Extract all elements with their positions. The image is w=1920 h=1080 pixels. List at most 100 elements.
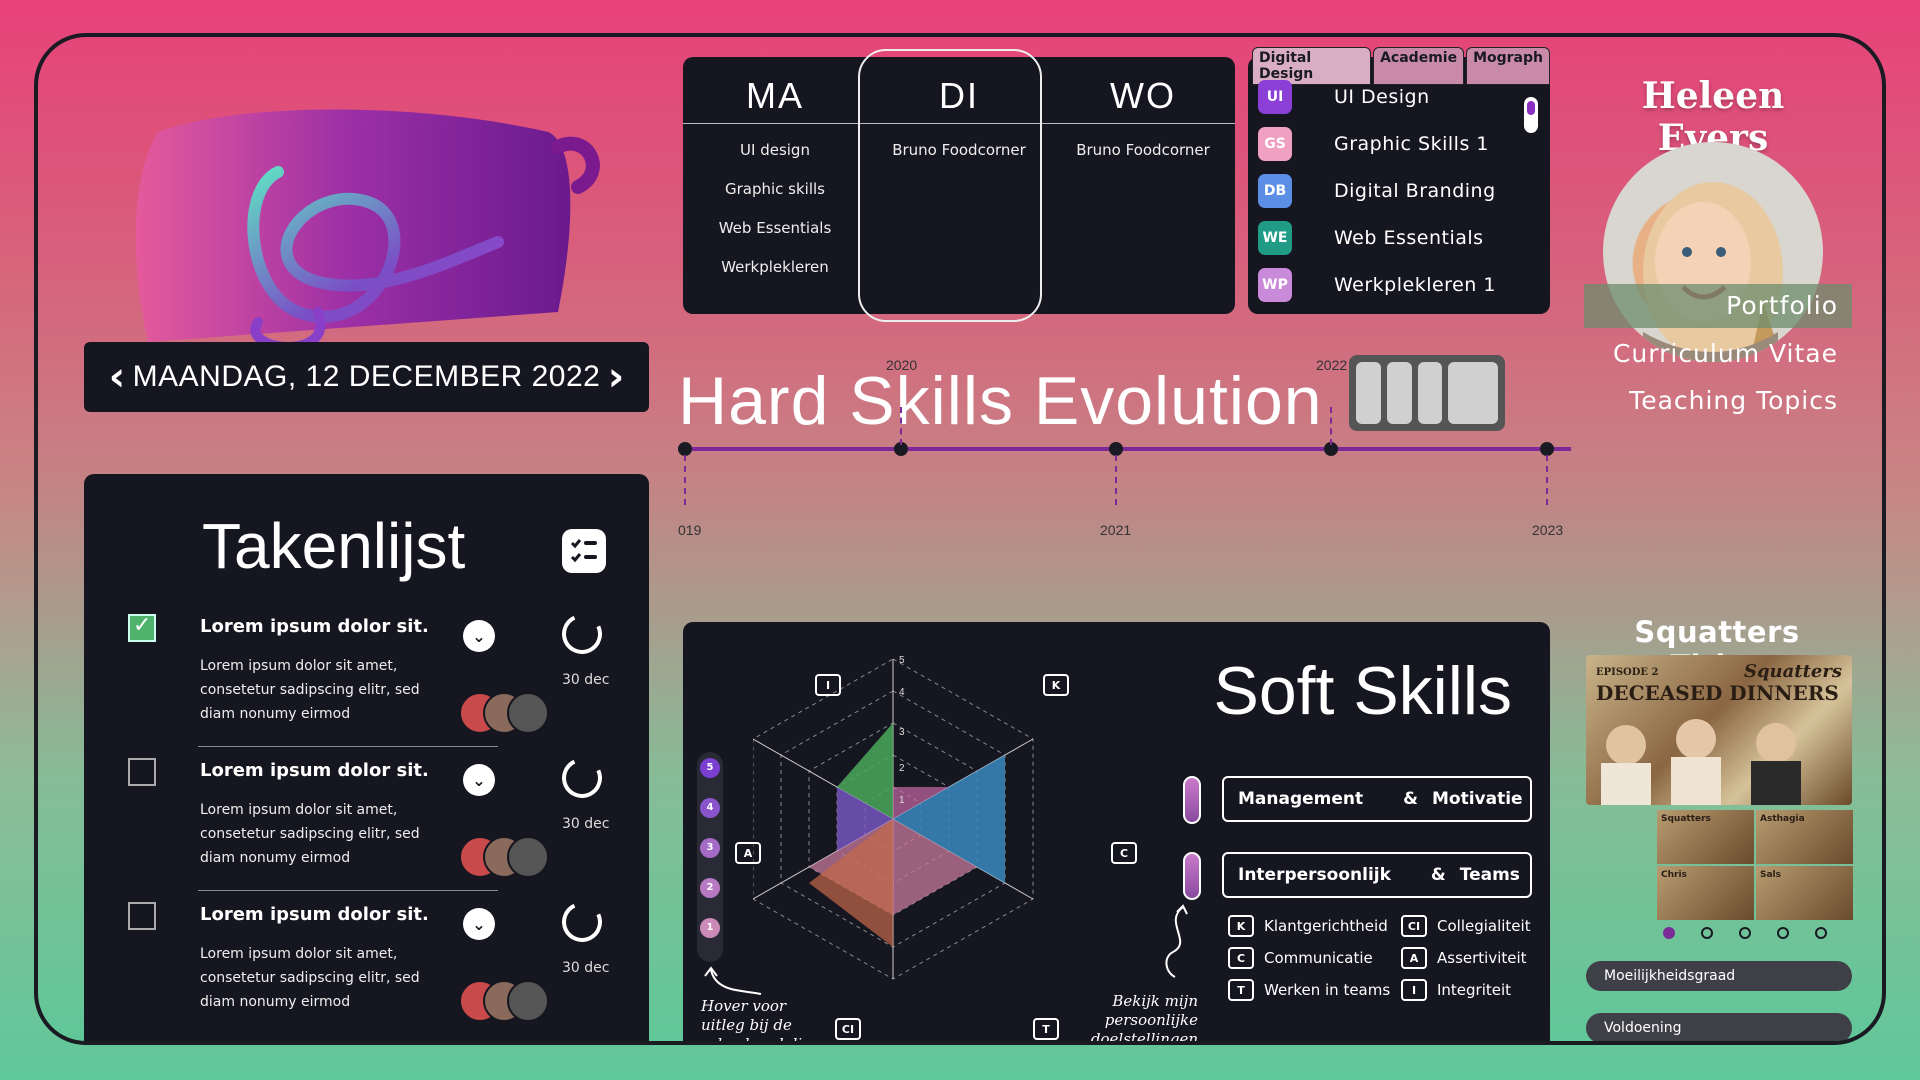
carousel-dot[interactable] bbox=[1701, 927, 1713, 939]
task-checkbox[interactable] bbox=[128, 613, 156, 642]
assignee-avatars[interactable] bbox=[459, 836, 549, 878]
course-item-web-essentials[interactable]: WE Web Essentials bbox=[1258, 221, 1484, 255]
radar-tick-label: 4 bbox=[899, 687, 905, 698]
radar-tick-label: 5 bbox=[899, 655, 905, 666]
schedule-item[interactable]: Werkplekleren bbox=[721, 258, 829, 276]
schedule-item[interactable]: Web Essentials bbox=[718, 219, 832, 237]
task-checkbox[interactable] bbox=[128, 758, 156, 786]
legend-item: CI Collegialiteit bbox=[1401, 915, 1531, 937]
schedule-col-di[interactable]: DI Bruno Foodcorner bbox=[867, 57, 1051, 314]
task-item: Lorem ipsum dolor sit. Lorem ipsum dolor… bbox=[84, 902, 649, 1022]
episode-thumbnail[interactable]: Squatters bbox=[1657, 810, 1754, 864]
timeline-node[interactable] bbox=[1109, 442, 1123, 456]
current-date: MAANDAG, 12 DECEMBER 2022 bbox=[132, 360, 601, 393]
toggle-segment[interactable] bbox=[1417, 362, 1443, 424]
episode-thumbnail[interactable]: Asthagia bbox=[1756, 810, 1853, 864]
goal-amp: & bbox=[1430, 865, 1446, 885]
checklist-icon[interactable] bbox=[562, 529, 606, 573]
next-day-arrow-icon[interactable]: › bbox=[607, 354, 625, 400]
chevron-down-icon[interactable]: ⌄ bbox=[463, 620, 495, 652]
task-list: Takenlijst Lorem ipsum dolor sit. Lorem … bbox=[84, 474, 649, 1041]
task-description: Lorem ipsum dolor sit amet, consetetur s… bbox=[200, 802, 420, 866]
axis-label-a[interactable]: A bbox=[735, 842, 771, 864]
axis-label-c[interactable]: C bbox=[1111, 842, 1147, 864]
toggle-segment-active[interactable] bbox=[1448, 362, 1498, 424]
axis-label-i[interactable]: I bbox=[815, 674, 851, 696]
nav-curriculum-vitae[interactable]: Curriculum Vitae bbox=[1612, 339, 1838, 368]
axis-label-t[interactable]: T bbox=[1033, 1018, 1069, 1040]
timeline-node[interactable] bbox=[894, 442, 908, 456]
course-label: Web Essentials bbox=[1334, 227, 1484, 249]
timeline-node[interactable] bbox=[1324, 442, 1338, 456]
task-list-title: Takenlijst bbox=[202, 510, 466, 582]
course-scrollbar[interactable] bbox=[1524, 97, 1538, 133]
app-frame: ‹ MAANDAG, 12 DECEMBER 2022 › MA UI desi… bbox=[34, 33, 1886, 1045]
toggle-segment[interactable] bbox=[1356, 362, 1381, 424]
view-toggle[interactable] bbox=[1349, 355, 1505, 431]
axis-label-k[interactable]: K bbox=[1043, 674, 1079, 696]
progress-ring[interactable] bbox=[556, 902, 608, 948]
task-description: Lorem ipsum dolor sit amet, consetetur s… bbox=[200, 658, 420, 722]
course-item-ui-design[interactable]: UI UI Design bbox=[1258, 80, 1430, 114]
tab-digital-design[interactable]: Digital Design bbox=[1252, 47, 1372, 85]
carousel-dot[interactable] bbox=[1663, 927, 1675, 939]
carousel-dot[interactable] bbox=[1815, 927, 1827, 939]
nav-portfolio[interactable]: Portfolio bbox=[1584, 284, 1852, 328]
legend-label: Assertiviteit bbox=[1437, 949, 1527, 967]
assignee-avatars[interactable] bbox=[459, 980, 549, 1022]
task-title: Lorem ipsum dolor sit. bbox=[200, 904, 429, 925]
course-item-graphic-skills[interactable]: GS Graphic Skills 1 bbox=[1258, 127, 1489, 161]
assignee-avatars[interactable] bbox=[459, 692, 549, 734]
episode-thumbnail[interactable]: Chris bbox=[1657, 866, 1754, 920]
timeline-year: 2021 bbox=[1100, 522, 1132, 538]
thumb-label: Sals bbox=[1760, 870, 1781, 880]
note-line: Bekijk mijn bbox=[1112, 992, 1198, 1010]
satisfaction-bar[interactable]: Voldoening bbox=[1586, 1013, 1852, 1041]
legend-label: Klantgerichtheid bbox=[1264, 917, 1388, 935]
radar-tick-label: 2 bbox=[899, 763, 905, 774]
schedule-item[interactable]: Bruno Foodcorner bbox=[1076, 141, 1210, 159]
scale-step[interactable]: 4 bbox=[700, 798, 720, 818]
timeline-year: 2022 bbox=[1316, 357, 1348, 373]
toggle-segment[interactable] bbox=[1386, 362, 1412, 424]
portrait-illustration bbox=[1643, 182, 1783, 362]
course-item-werkplekleren[interactable]: WP Werkplekleren 1 bbox=[1258, 268, 1496, 302]
timeline-node[interactable] bbox=[1540, 442, 1554, 456]
squatters-hero-image[interactable]: EPISODE 2 DECEASED DINNERS Squatters bbox=[1586, 655, 1852, 805]
difficulty-bar[interactable]: Moeilijkheidsgraad bbox=[1586, 961, 1852, 991]
schedule-item[interactable]: UI design bbox=[740, 141, 810, 159]
course-item-digital-branding[interactable]: DB Digital Branding bbox=[1258, 174, 1496, 208]
timeline-year: 019 bbox=[678, 522, 702, 538]
goal-pill-interpersoonlijk[interactable]: Interpersoonlijk & Teams bbox=[1222, 852, 1532, 898]
carousel-dot[interactable] bbox=[1777, 927, 1789, 939]
episode-thumbnail[interactable]: Sals bbox=[1756, 866, 1853, 920]
schedule-item[interactable]: Graphic skills bbox=[724, 180, 825, 198]
chevron-down-icon[interactable]: ⌄ bbox=[463, 908, 495, 940]
tab-mograph[interactable]: Mograph bbox=[1466, 47, 1550, 85]
timeline-node[interactable] bbox=[678, 442, 692, 456]
progress-ring[interactable] bbox=[556, 608, 608, 660]
nav-teaching-topics[interactable]: Teaching Topics bbox=[1629, 386, 1838, 415]
prev-day-arrow-icon[interactable]: ‹ bbox=[108, 354, 126, 400]
progress-ring[interactable] bbox=[556, 752, 608, 804]
scale-step[interactable]: 1 bbox=[700, 918, 720, 938]
schedule-col-wo[interactable]: WO Bruno Foodcorner bbox=[1051, 57, 1235, 314]
tab-academie[interactable]: Academie bbox=[1373, 47, 1465, 85]
carousel-dot[interactable] bbox=[1739, 927, 1751, 939]
goal-indicator bbox=[1183, 776, 1201, 824]
schedule-item[interactable]: Bruno Foodcorner bbox=[892, 141, 1026, 159]
legend-item: K Klantgerichtheid bbox=[1228, 915, 1388, 937]
scale-hint-note: Hover voor uitleg bij de schaalverdeling bbox=[701, 997, 821, 1041]
legend-key: K bbox=[1228, 915, 1254, 937]
task-checkbox[interactable] bbox=[128, 902, 156, 930]
scale-step[interactable]: 5 bbox=[700, 758, 720, 778]
rating-scale[interactable]: 5 4 3 2 1 bbox=[697, 752, 723, 962]
scale-step[interactable]: 3 bbox=[700, 838, 720, 858]
goal-pill-management[interactable]: Management & Motivatie bbox=[1222, 776, 1532, 822]
goal-indicator bbox=[1183, 852, 1201, 900]
scale-step[interactable]: 2 bbox=[700, 878, 720, 898]
course-badge: DB bbox=[1258, 174, 1292, 208]
chevron-down-icon[interactable]: ⌄ bbox=[463, 764, 495, 796]
axis-label-ci[interactable]: CI bbox=[835, 1018, 871, 1040]
schedule-col-ma[interactable]: MA UI design Graphic skills Web Essentia… bbox=[683, 57, 867, 314]
